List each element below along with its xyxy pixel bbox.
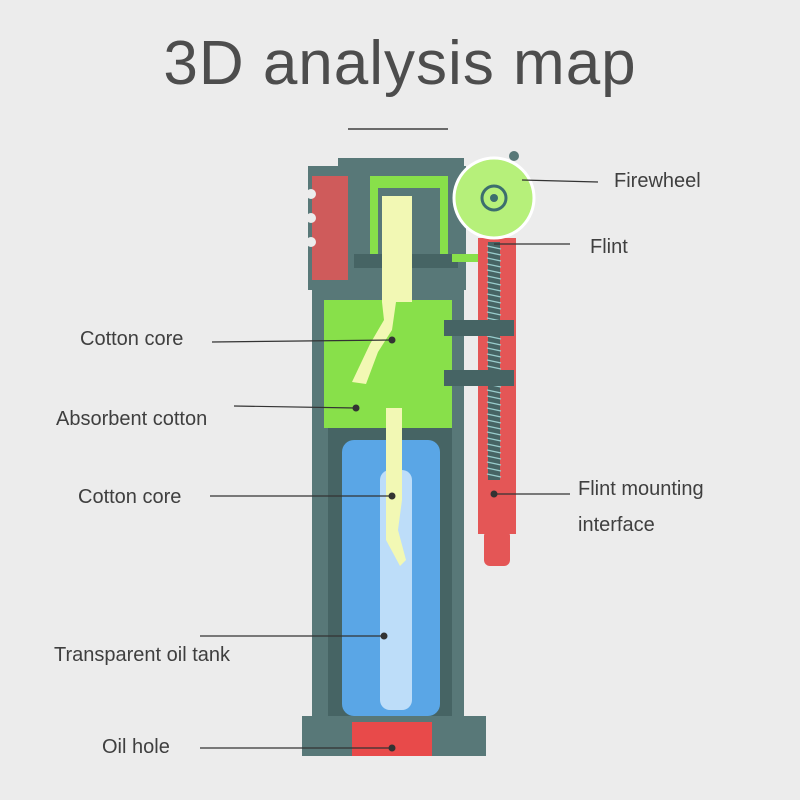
spring-coil [486,425,502,430]
spring-coil [486,335,502,340]
spring-coil [486,461,502,466]
spring-coil [486,341,502,346]
firewheel-ring [480,184,508,212]
spring-coil [486,437,502,442]
spring-coil [486,467,502,472]
spark-guard [444,240,486,262]
flint-tube-bottom [484,530,510,566]
spring-coil [486,281,502,286]
dot-flint-mounting [490,490,498,498]
spring-coil [486,251,502,256]
spring-coil [486,305,502,310]
spring-coil [486,269,502,274]
leader-absorbent-cotton [233,405,357,409]
spring-coil [486,257,502,262]
spring-coil [486,365,502,370]
spring-coil [486,287,502,292]
red-side-block [312,176,348,280]
spring-coil [486,389,502,394]
label-flint-mounting-line1: Flint mounting [578,478,704,500]
leader-dots [352,336,498,752]
leader-cotton-core-upper [211,339,393,343]
label-transparent-oil-tank: Transparent oil tank [54,644,231,666]
leader-firewheel [521,179,599,183]
spring-coil [486,443,502,448]
spring-coil [486,449,502,454]
label-absorbent-cotton: Absorbent cotton [56,408,208,430]
cotton-core-upper [352,196,412,384]
spring-coil [486,353,502,358]
dot-cotton-core-lower [388,492,396,500]
spring-coil [486,455,502,460]
screw-lower [444,370,514,386]
spring-coil [486,263,502,268]
spring-coil [486,401,502,406]
spring-coil [486,275,502,280]
spring-coil [486,407,502,412]
dot-absorbent-cotton [352,404,360,412]
title-underline [348,128,448,130]
cotton-core-lower [386,408,406,566]
label-firewheel: Firewheel [614,170,701,192]
spring-coil [486,431,502,436]
firewheel-pin [509,151,519,161]
dot-oil-tank [380,632,388,640]
label-flint-mounting-line2: interface [578,514,655,536]
side-hole-1 [306,189,316,199]
spring-coil [486,347,502,352]
dot-oil-hole [388,744,396,752]
firewheel-hub [490,194,498,202]
label-cotton-core-upper: Cotton core [80,328,184,350]
spring-coil [486,299,502,304]
screw-upper [444,320,514,336]
label-flint: Flint [590,236,628,258]
spring-coil [486,311,502,316]
spring-coil [486,245,502,250]
page-title: 3D analysis map [163,29,637,98]
spring-coil [486,395,502,400]
leader-lines [200,179,599,749]
label-oil-hole: Oil hole [102,736,170,758]
spring-coil [486,293,502,298]
spring-coil [486,359,502,364]
label-cotton-core-lower: Cotton core [78,486,182,508]
spring-coil [486,473,502,478]
spring-coil [486,419,502,424]
spring-coil [486,413,502,418]
dot-cotton-core-upper [388,336,396,344]
side-hole-3 [306,237,316,247]
chimney-inner [370,176,448,262]
side-hole-2 [306,213,316,223]
